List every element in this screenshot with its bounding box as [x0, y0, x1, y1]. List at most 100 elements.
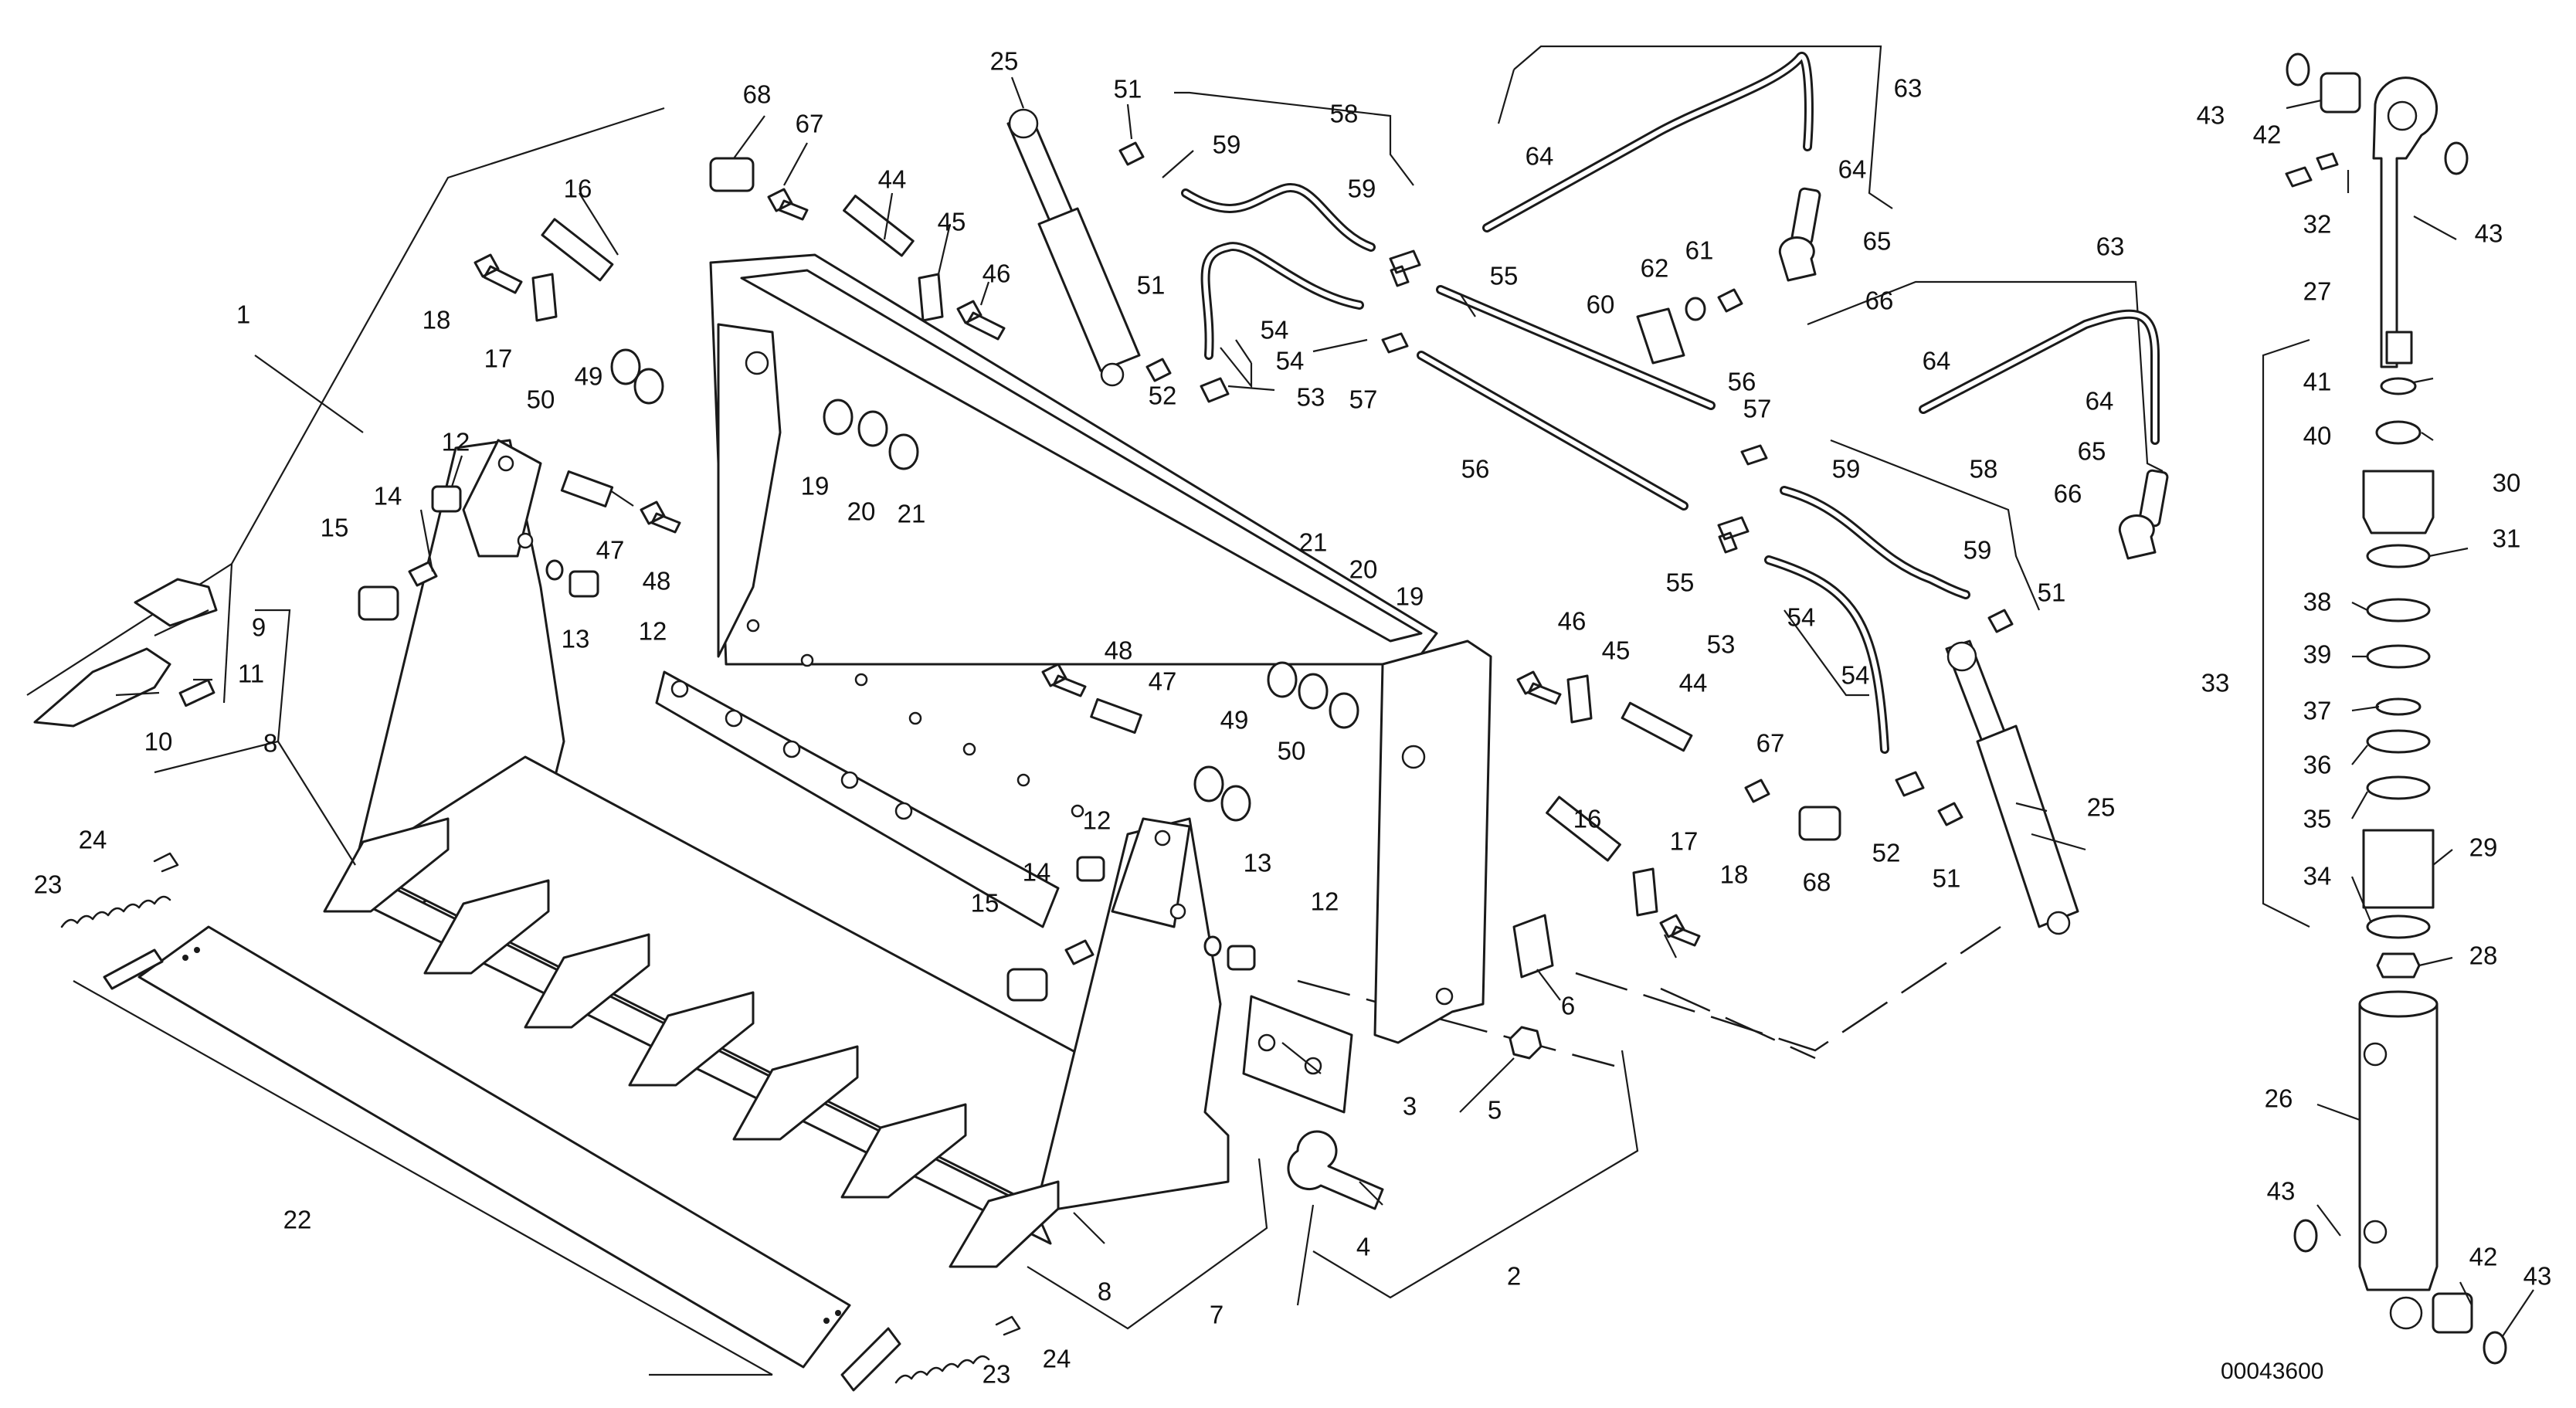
callout-60: 60	[1587, 290, 1615, 319]
callout-20: 20	[847, 497, 876, 526]
bushing-12d	[1227, 945, 1256, 971]
callout-38: 38	[2303, 588, 2332, 616]
pin-16	[541, 218, 614, 282]
callout-11: 11	[238, 660, 264, 688]
washer-21	[888, 433, 919, 470]
callout-49: 49	[575, 362, 603, 391]
springs-and-clips	[60, 852, 1021, 1384]
pin-47	[560, 470, 614, 507]
callout-41: 41	[2303, 368, 2332, 396]
callout-50b: 50	[1278, 737, 1306, 765]
callout-43b: 43	[2475, 219, 2503, 248]
callout-5: 5	[1488, 1096, 1502, 1125]
callout-25b: 25	[2087, 793, 2116, 822]
spring	[60, 895, 171, 928]
callout-59: 59	[1213, 131, 1241, 159]
cylinder-body-right	[1976, 724, 2079, 928]
pin-16b	[1546, 796, 1621, 862]
callout-64c: 64	[1923, 347, 1951, 375]
callout-66b: 66	[2054, 480, 2082, 508]
seal-31	[2366, 544, 2431, 568]
dust-cap-66	[1778, 236, 1817, 282]
callout-48b: 48	[1105, 636, 1133, 665]
fitting-51c	[1937, 802, 1963, 826]
bolt-48b	[1041, 663, 1087, 697]
callout-2: 2	[1507, 1262, 1521, 1291]
washer-20	[857, 410, 888, 447]
callout-54: 54	[1261, 316, 1289, 344]
tooth-pin	[178, 678, 216, 707]
rod-eye-27	[2372, 76, 2439, 368]
callout-54d: 54	[1841, 661, 1870, 690]
callout-66: 66	[1865, 287, 1894, 315]
callout-65: 65	[1863, 227, 1892, 256]
callout-15: 15	[321, 514, 349, 542]
left-hinge-ear	[462, 439, 542, 558]
callout-36: 36	[2303, 751, 2332, 779]
tooth-adapter	[134, 578, 218, 627]
callout-65b: 65	[2078, 437, 2106, 466]
bolt-46	[956, 300, 1006, 341]
plate-45b	[1566, 674, 1593, 724]
callout-30: 30	[2493, 469, 2521, 497]
callout-53: 53	[1297, 383, 1325, 412]
fitting-52	[1200, 377, 1230, 403]
callout-42b: 42	[2469, 1243, 2498, 1271]
callout-labels: 1 2 3 4 5 6 7 8 8 9 10 11 12 12 12 12 13…	[34, 47, 2552, 1389]
callout-7: 7	[1210, 1301, 1224, 1329]
callout-24b: 24	[1043, 1345, 1071, 1373]
washer-50b	[1220, 785, 1251, 822]
callout-8b: 8	[1098, 1277, 1112, 1306]
callout-28: 28	[2469, 941, 2498, 970]
square-nut-block	[1512, 914, 1554, 979]
fitting-51d	[1987, 609, 2014, 633]
plow-bolt	[1287, 1130, 1384, 1210]
fitting-51b	[1145, 358, 1172, 382]
bushing-12b	[568, 570, 599, 598]
center-hardware	[1006, 288, 1841, 1002]
drawing-number: 00043600	[2221, 1359, 2323, 1384]
grease-fitting-32	[2285, 152, 2339, 188]
callout-19b: 19	[1396, 582, 1424, 611]
upper-hinge-plate	[717, 323, 782, 658]
callout-8: 8	[263, 729, 277, 758]
bushing-42	[2320, 72, 2361, 114]
tooth	[732, 1045, 859, 1141]
snap-ring-43b	[2444, 141, 2469, 175]
callout-68: 68	[743, 80, 772, 109]
callout-12d: 12	[1311, 887, 1339, 916]
callout-6: 6	[1561, 992, 1575, 1020]
grease-fitting-14b	[1064, 939, 1095, 965]
bushing-42b	[2432, 1292, 2473, 1334]
callout-18b: 18	[1720, 860, 1749, 889]
callout-43: 43	[2197, 101, 2225, 130]
callout-16b: 16	[1573, 805, 1602, 833]
bucket-back-top-rail	[740, 269, 1423, 643]
callout-14: 14	[374, 482, 402, 511]
bolt-46b	[1516, 670, 1562, 705]
bushing-68	[709, 157, 755, 192]
callout-61: 61	[1685, 236, 1714, 265]
ring-36	[2366, 729, 2431, 754]
gland-30	[2362, 470, 2435, 534]
bolt-18	[473, 253, 523, 294]
tooth	[323, 817, 450, 913]
callout-50: 50	[527, 385, 555, 414]
pin-47b	[1090, 697, 1142, 735]
callout-17: 17	[484, 344, 513, 373]
callout-27: 27	[2303, 277, 2332, 306]
callout-43d: 43	[2523, 1262, 2552, 1291]
grease-fitting-67b	[1744, 779, 1770, 803]
fitting-51	[1118, 141, 1145, 166]
plate-17b	[1632, 867, 1658, 917]
washer-13b	[1203, 935, 1222, 957]
callout-13b: 13	[1244, 849, 1272, 877]
callout-57: 57	[1349, 385, 1378, 414]
fitting-52b	[1895, 771, 1925, 797]
callout-37: 37	[2303, 697, 2332, 725]
cutting-edge-plate	[103, 925, 901, 1392]
callout-44b: 44	[1679, 669, 1708, 697]
callout-10: 10	[144, 728, 173, 756]
callout-67: 67	[796, 110, 824, 138]
snap-ring-43	[2286, 53, 2310, 87]
